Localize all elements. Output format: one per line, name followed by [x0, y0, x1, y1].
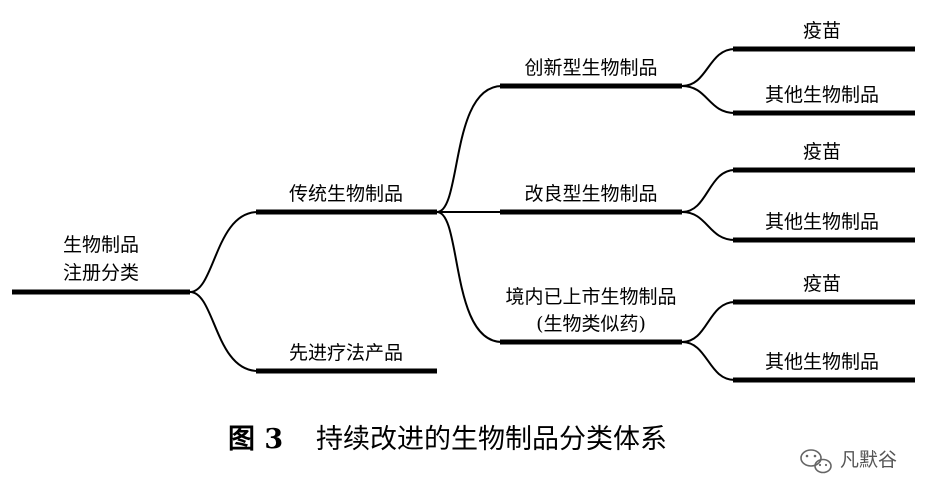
leaf-label-vaccine-2: 疫苗	[803, 141, 841, 163]
connector-root-advanced	[189, 291, 259, 372]
watermark: 凡默谷	[800, 449, 897, 474]
leaf-label-other-2: 其他生物制品	[765, 211, 879, 233]
root-label-line2: 注册分类	[63, 262, 139, 284]
marketed-label-line1: 境内已上市生物制品	[505, 286, 676, 308]
improved-label: 改良型生物制品	[524, 183, 657, 205]
figure-caption: 图 3 持续改进的生物制品分类体系	[228, 424, 667, 455]
innovative-label: 创新型生物制品	[524, 57, 657, 79]
connector-innovative-other	[681, 85, 736, 114]
connector-root-traditional	[189, 211, 259, 293]
connector-innovative-vaccine	[681, 48, 736, 87]
connector-improved-other	[681, 211, 736, 241]
wechat-icon	[800, 449, 832, 474]
connector-marketed-vaccine	[681, 301, 736, 343]
leaf-label-vaccine-1: 疫苗	[803, 20, 841, 42]
connector-traditional-marketed	[436, 211, 503, 343]
connectors	[189, 48, 736, 381]
connector-marketed-other	[681, 341, 736, 381]
connector-improved-vaccine	[681, 169, 736, 213]
caption-label: 图 3	[228, 424, 283, 455]
marketed-label-line2: (生物类似药)	[536, 313, 646, 335]
node-bars	[12, 46, 915, 383]
leaf-label-vaccine-3: 疫苗	[803, 273, 841, 295]
advanced-label: 先进疗法产品	[289, 342, 403, 364]
watermark-text: 凡默谷	[840, 449, 897, 471]
node-labels: 生物制品 注册分类 传统生物制品 先进疗法产品 创新型生物制品 改良型生物制品 …	[63, 20, 879, 373]
connector-traditional-innovative	[436, 85, 503, 213]
caption-title: 持续改进的生物制品分类体系	[316, 424, 667, 455]
root-label-line1: 生物制品	[63, 234, 139, 256]
leaf-label-other-3: 其他生物制品	[765, 351, 879, 373]
traditional-label: 传统生物制品	[289, 183, 403, 205]
leaf-label-other-1: 其他生物制品	[765, 84, 879, 106]
